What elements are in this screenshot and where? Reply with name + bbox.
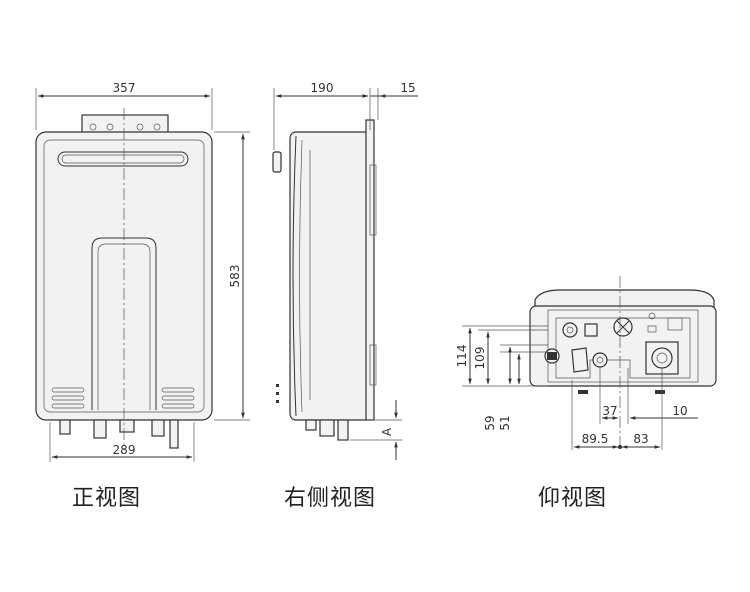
dim-289: 289 [113,443,136,457]
dim-357: 357 [113,81,136,95]
dim-109: 109 [473,347,487,370]
side-view-title: 右侧视图 [284,486,377,511]
side-knob [272,151,282,173]
side-body [289,131,371,421]
dim-190: 190 [311,81,334,95]
front-fittings [59,419,179,449]
side-view: 190 15 A [272,81,418,460]
side-fittings [305,419,349,441]
front-louvers-right [161,387,195,409]
bottom-view-title: 仰视图 [538,486,608,511]
front-vent-slot [57,151,189,167]
dim-89-5: 89.5 [582,432,609,446]
bottom-fittings [544,312,683,394]
dim-83: 83 [633,432,648,446]
dim-15: 15 [400,81,415,95]
front-louvers-left [51,387,85,409]
dim-51: 51 [498,415,512,430]
dim-59: 59 [483,415,497,430]
bottom-view: 114 109 59 51 37 10 89.5 83 [455,276,717,450]
dim-114: 114 [455,345,469,368]
front-view: 357 583 289 [35,81,250,462]
dim-37: 37 [602,404,617,418]
front-view-title: 正视图 [72,486,142,511]
dim-a: A [380,427,394,436]
dim-583: 583 [228,265,242,288]
dim-10: 10 [672,404,687,418]
